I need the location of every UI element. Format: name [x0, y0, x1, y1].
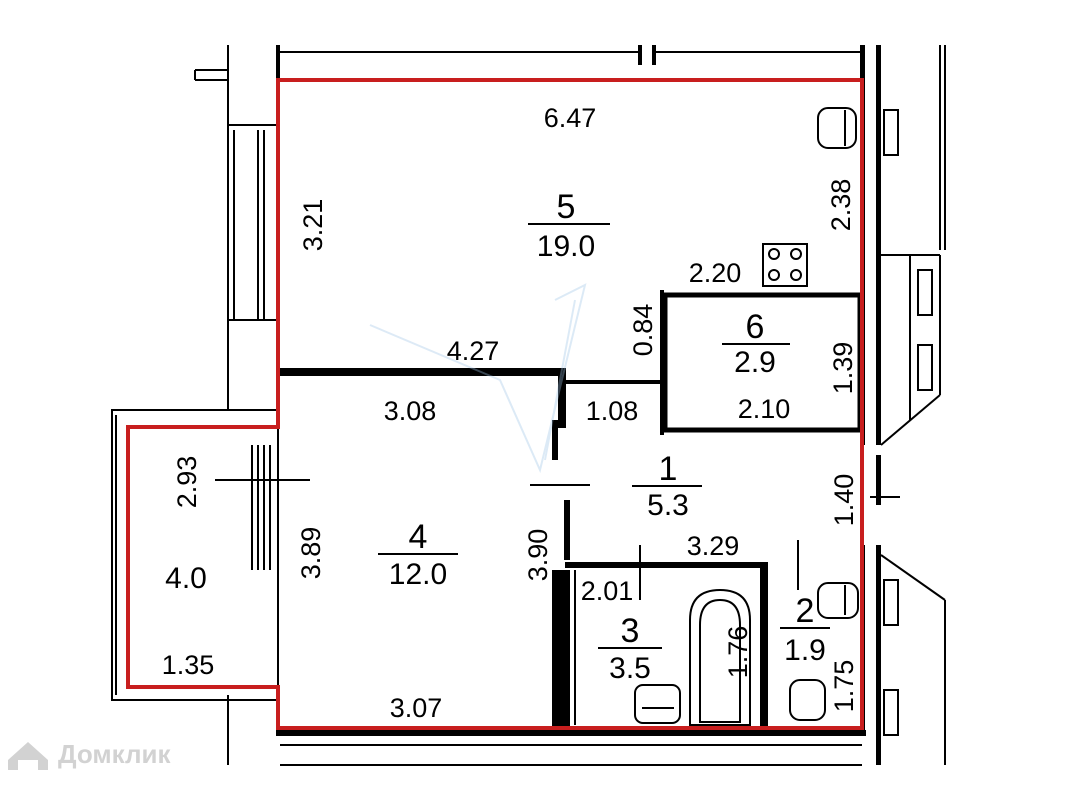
fixtures	[634, 107, 859, 726]
dim-329: 3.29	[687, 531, 740, 561]
room-label-4: 4 12.0	[378, 518, 458, 591]
dim-389: 3.89	[296, 527, 326, 580]
room-label-5: 5 19.0	[528, 188, 610, 263]
room-label-1: 1 5.3	[632, 450, 702, 522]
svg-text:2: 2	[796, 592, 815, 630]
toilet-kitchen-icon	[817, 107, 857, 149]
walls	[111, 45, 946, 766]
dimension-labels: 6.47 3.21 2.38 2.20 0.84 4.27 1.39 2.10 …	[162, 103, 859, 723]
house-logo-icon	[8, 742, 48, 770]
room-label-2: 2 1.9	[780, 592, 830, 667]
svg-text:19.0: 19.0	[537, 230, 595, 263]
svg-text:6: 6	[746, 308, 765, 346]
dim-220: 2.20	[689, 258, 742, 288]
dim-307: 3.07	[390, 693, 443, 723]
svg-text:1: 1	[659, 450, 678, 488]
washbasin-icon	[789, 679, 826, 721]
dim-293: 2.93	[172, 456, 202, 509]
svg-text:2.9: 2.9	[734, 346, 776, 379]
bathtub-icon	[689, 588, 751, 726]
dim-140: 1.40	[829, 474, 859, 527]
dim-321: 3.21	[298, 199, 328, 252]
dim-427: 4.27	[447, 336, 500, 366]
watermark: Домклик	[8, 739, 171, 770]
dim-135: 1.35	[162, 650, 215, 680]
dim-201: 2.01	[581, 576, 634, 606]
dim-390: 3.90	[523, 529, 553, 582]
room-label-3: 3 3.5	[598, 612, 662, 685]
sink-icon	[634, 684, 681, 724]
svg-text:5.3: 5.3	[647, 489, 689, 522]
svg-text:3.5: 3.5	[609, 652, 651, 685]
svg-text:4: 4	[409, 518, 428, 556]
dim-108: 1.08	[586, 396, 639, 426]
dim-238: 2.38	[826, 179, 856, 232]
dim-139: 1.39	[828, 342, 858, 395]
svg-text:12.0: 12.0	[389, 558, 447, 591]
dim-308: 3.08	[384, 396, 437, 426]
center-watermark-icon	[369, 283, 587, 474]
svg-text:1.9: 1.9	[784, 634, 826, 667]
dim-647: 6.47	[544, 103, 597, 133]
room-label-balcony: 4.0	[165, 562, 207, 595]
dim-084: 0.84	[628, 304, 658, 357]
stove-icon	[762, 243, 808, 287]
svg-text:Домклик: Домклик	[58, 739, 171, 769]
toilet-icon	[817, 582, 859, 619]
dim-175: 1.75	[829, 660, 859, 713]
apartment-outline	[126, 78, 864, 730]
svg-text:3: 3	[621, 612, 640, 650]
dim-210: 2.10	[738, 394, 791, 424]
svg-text:5: 5	[557, 188, 576, 226]
dim-176: 1.76	[723, 626, 753, 679]
room-label-6: 6 2.9	[722, 308, 790, 379]
